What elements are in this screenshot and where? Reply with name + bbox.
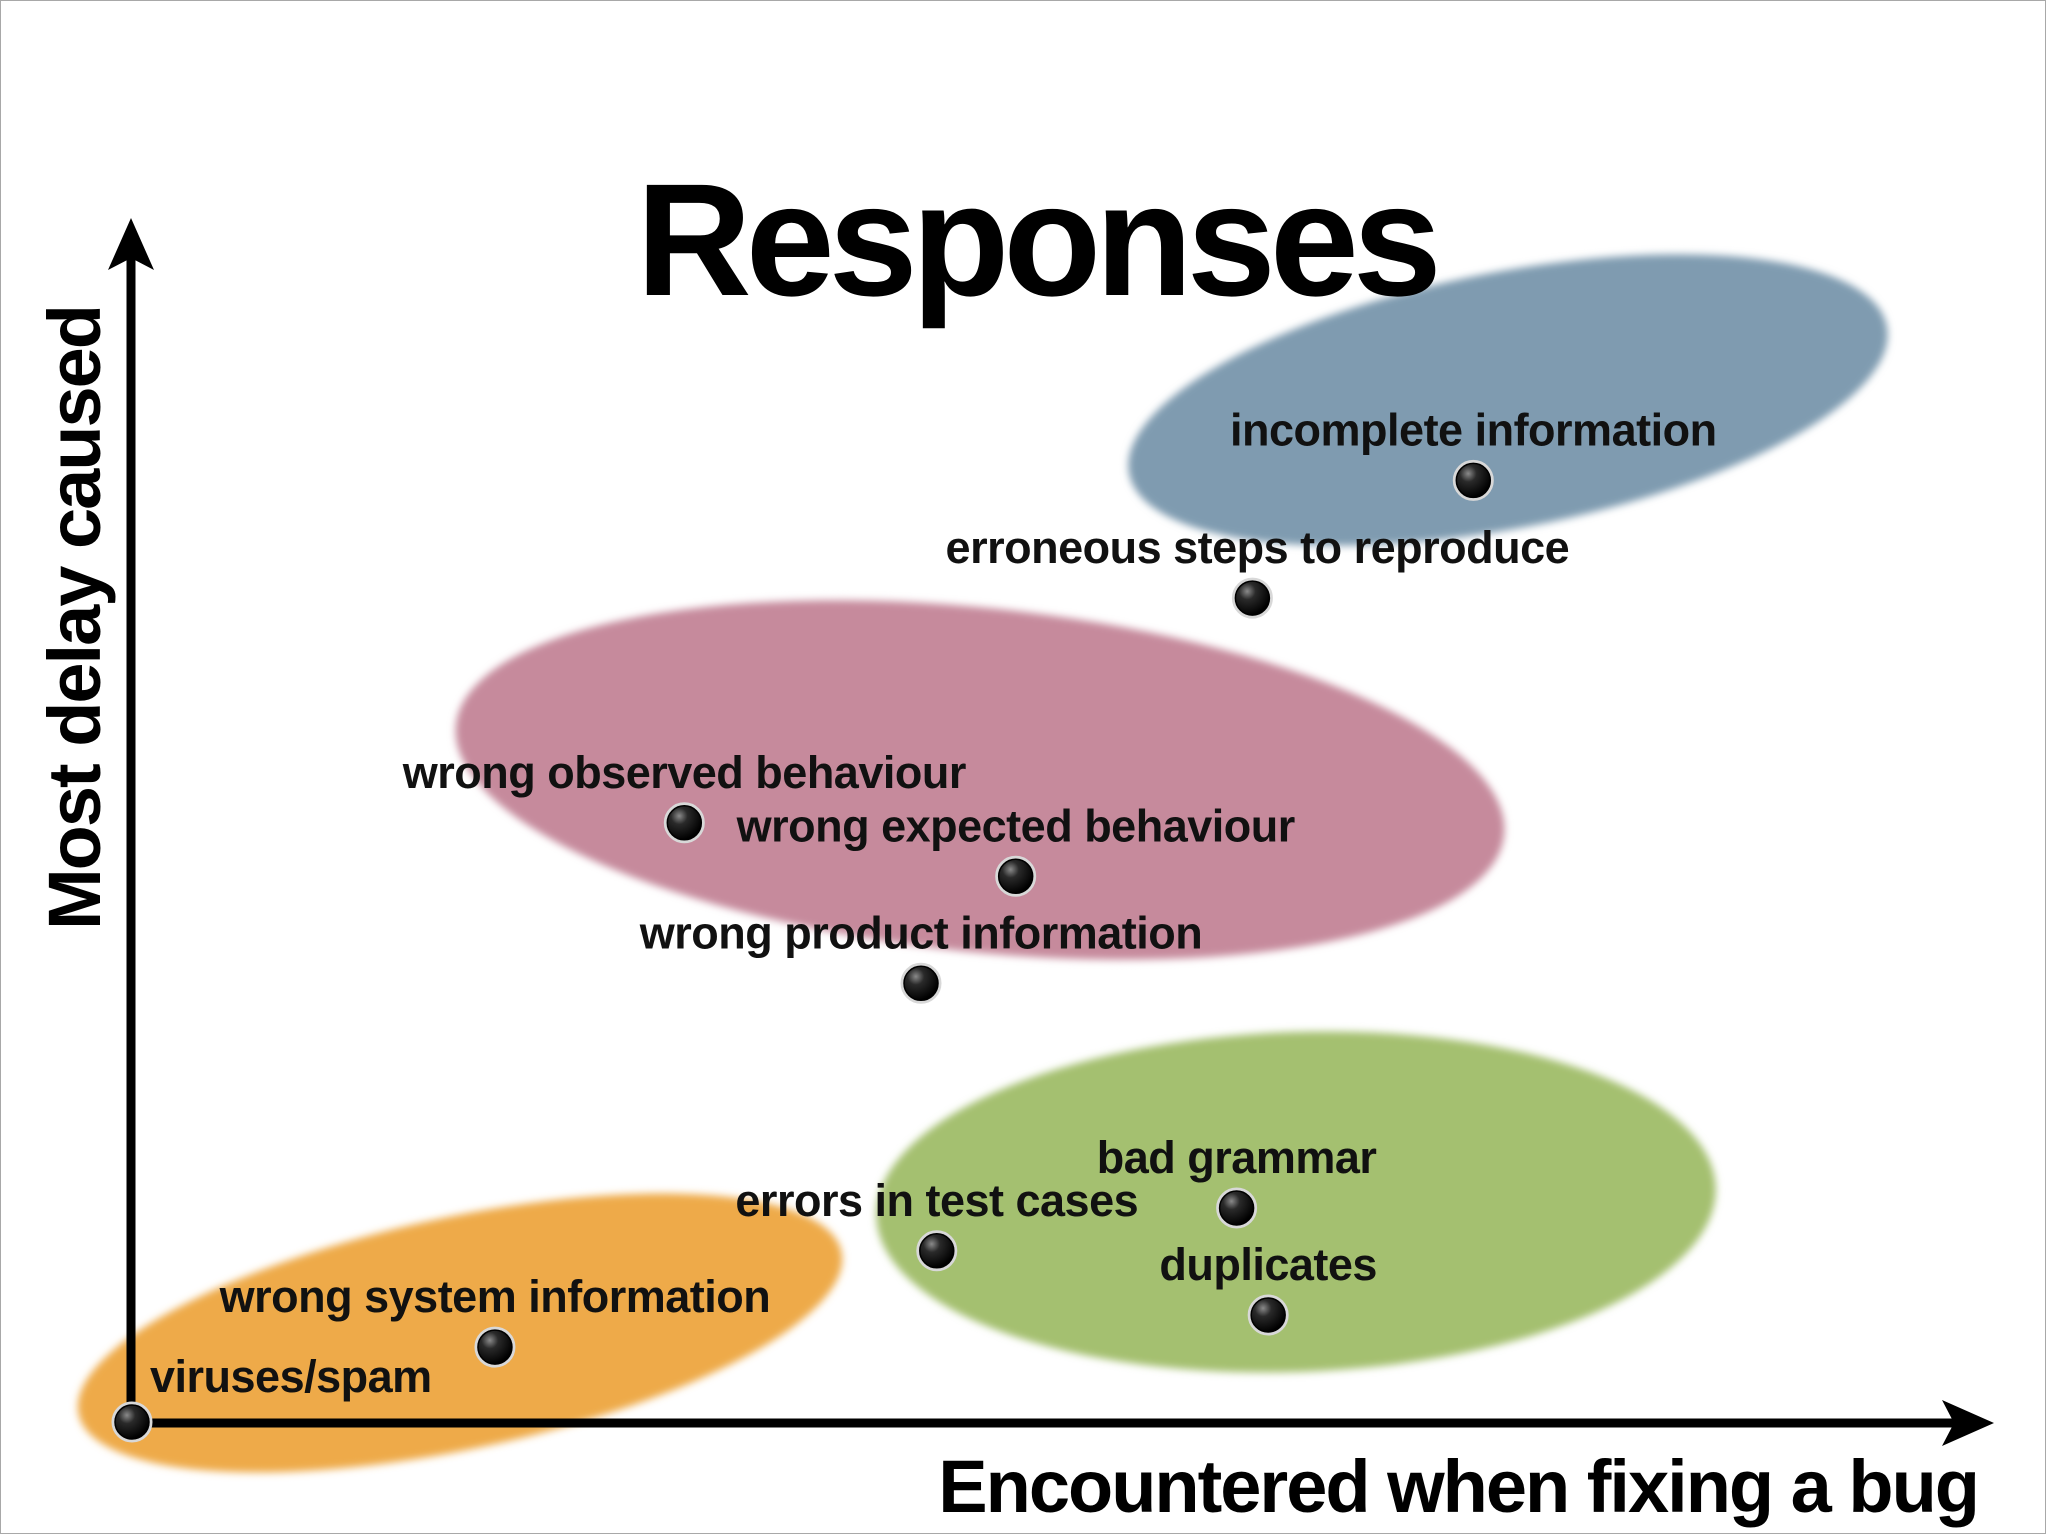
label-erroneous-steps-to-reproduce: erroneous steps to reproduce bbox=[946, 522, 1570, 573]
group-ellipse-3 bbox=[876, 1031, 1716, 1373]
point-wrong-observed-behaviour bbox=[666, 805, 703, 841]
point-ring-bad-grammar bbox=[1216, 1187, 1258, 1229]
point-ring-wrong-expected-behaviour bbox=[995, 855, 1037, 897]
y-axis bbox=[108, 218, 154, 1430]
label-wrong-expected-behaviour: wrong expected behaviour bbox=[736, 800, 1295, 851]
group-ellipse-4 bbox=[77, 1193, 843, 1473]
x-axis bbox=[131, 1400, 1994, 1446]
point-ring-viruses-spam bbox=[111, 1401, 153, 1443]
label-bad-grammar: bad grammar bbox=[1097, 1132, 1377, 1183]
point-ring-duplicates bbox=[1247, 1294, 1289, 1336]
chart-title: Responses bbox=[636, 150, 1436, 329]
point-ring-wrong-product-information bbox=[900, 962, 942, 1004]
label-incomplete-information: incomplete information bbox=[1230, 404, 1717, 455]
point-viruses-spam bbox=[114, 1404, 150, 1440]
point-ring-errors-in-test-cases bbox=[916, 1230, 958, 1272]
data-labels: incomplete information erroneous steps to… bbox=[150, 404, 1717, 1402]
y-axis-arrowhead bbox=[108, 218, 154, 270]
point-incomplete-information bbox=[1455, 462, 1492, 499]
group-ellipses bbox=[77, 254, 1888, 1473]
point-wrong-expected-behaviour bbox=[997, 858, 1034, 895]
point-ring-wrong-observed-behaviour bbox=[663, 802, 705, 844]
label-wrong-product-information: wrong product information bbox=[639, 907, 1202, 958]
label-duplicates: duplicates bbox=[1159, 1239, 1377, 1290]
point-errors-in-test-cases bbox=[919, 1233, 955, 1269]
point-wrong-system-information bbox=[477, 1329, 513, 1365]
data-points bbox=[111, 459, 1494, 1443]
point-ring-erroneous-steps-to-reproduce bbox=[1231, 577, 1273, 619]
y-axis-label: Most delay caused bbox=[33, 306, 116, 930]
point-bad-grammar bbox=[1218, 1190, 1255, 1226]
x-axis-label: Encountered when fixing a bug bbox=[938, 1445, 1978, 1528]
label-wrong-observed-behaviour: wrong observed behaviour bbox=[402, 747, 966, 798]
point-wrong-product-information bbox=[903, 965, 939, 1002]
label-viruses-spam: viruses/spam bbox=[150, 1351, 432, 1402]
label-errors-in-test-cases: errors in test cases bbox=[735, 1175, 1138, 1226]
point-erroneous-steps-to-reproduce bbox=[1234, 580, 1271, 616]
point-duplicates bbox=[1250, 1297, 1286, 1333]
label-wrong-system-information: wrong system information bbox=[219, 1271, 771, 1322]
x-axis-arrowhead bbox=[1942, 1400, 1994, 1446]
group-ellipse-2 bbox=[455, 600, 1505, 960]
point-ring-wrong-system-information bbox=[474, 1326, 516, 1368]
group-ellipse-1 bbox=[1128, 254, 1888, 546]
point-ring-incomplete-information bbox=[1452, 459, 1494, 501]
